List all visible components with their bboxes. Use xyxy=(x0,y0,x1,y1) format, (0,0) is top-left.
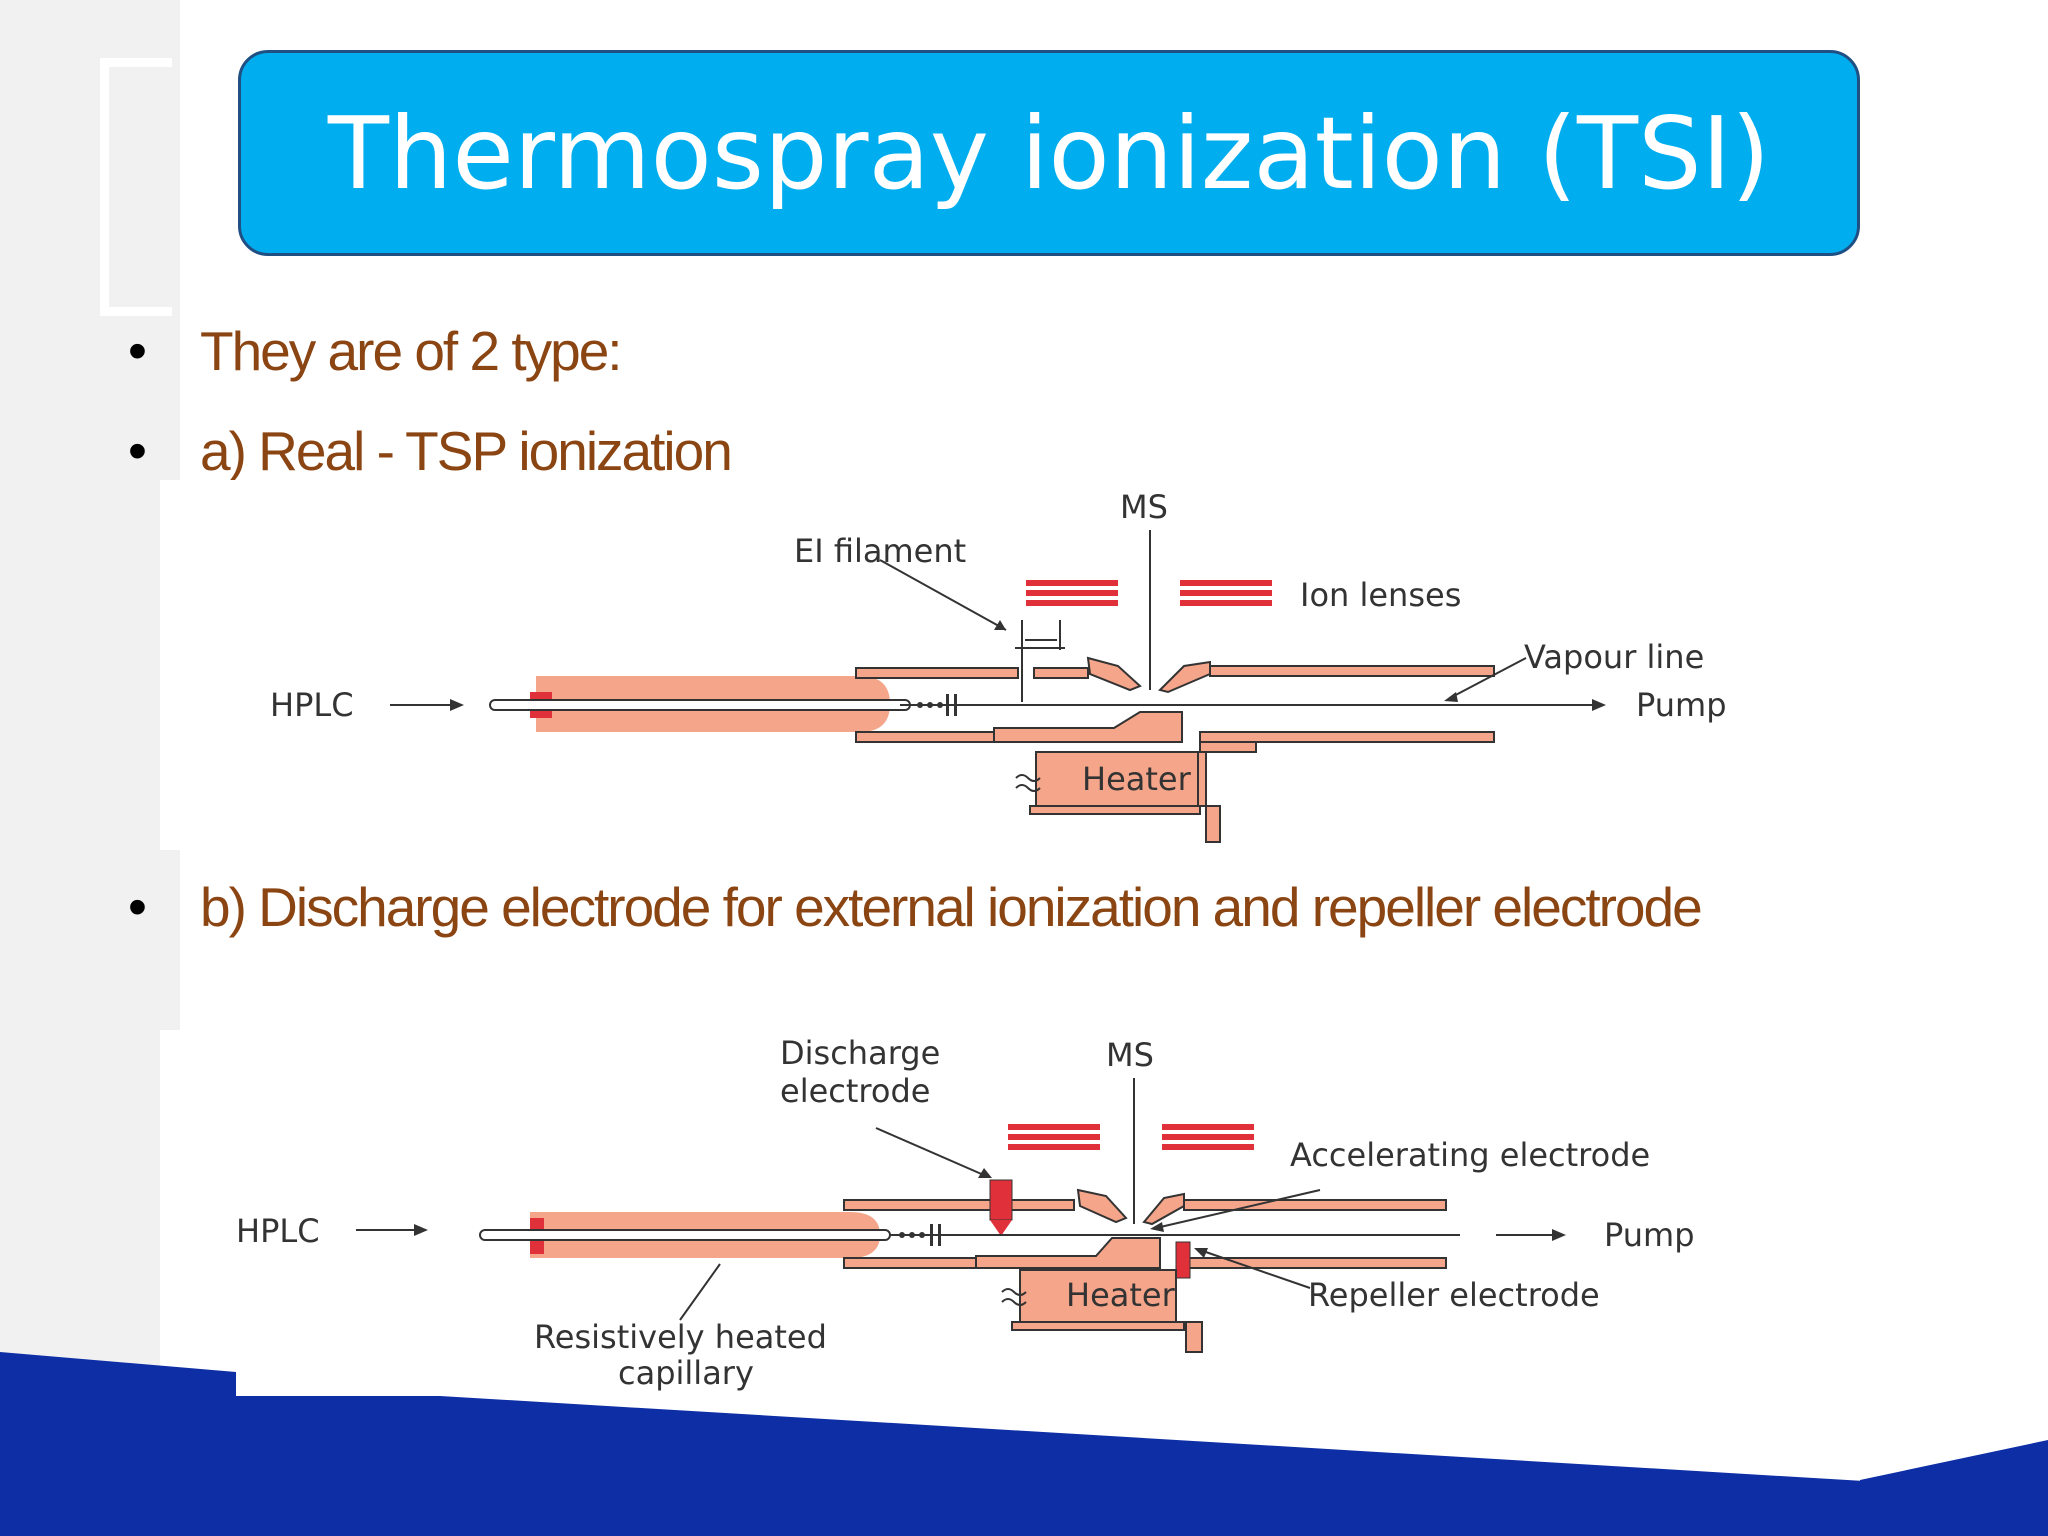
label-heater: Heater xyxy=(1066,1276,1176,1314)
label-ion-lenses: Ion lenses xyxy=(1300,576,1461,614)
heater-box xyxy=(1035,751,1199,807)
housing-lower-left xyxy=(843,1257,977,1269)
label-ms: MS xyxy=(1106,1036,1154,1074)
housing-lower-right xyxy=(1199,731,1495,743)
discharge-electrode-icon xyxy=(989,1179,1013,1221)
repeller-electrode-icon xyxy=(1175,1241,1191,1279)
arrowhead xyxy=(1150,1222,1164,1232)
bullet-item: • They are of 2 type: xyxy=(128,310,1820,392)
discharge-electrode-tip xyxy=(990,1220,1012,1236)
footer-corner xyxy=(1860,1440,2048,1536)
arrowhead xyxy=(994,620,1006,630)
accelerating-pointer xyxy=(1155,1189,1321,1229)
heat-wave-icon xyxy=(1015,774,1041,792)
label-resistively-heated: Resistively heated xyxy=(534,1318,827,1356)
slide-title: Thermospray ionization (TSI) xyxy=(327,94,1771,212)
left-decor-band xyxy=(0,0,180,1536)
housing-upper-right xyxy=(1183,1199,1447,1211)
heater-block-top xyxy=(975,1237,1161,1269)
housing-lower-left xyxy=(855,731,995,743)
label-accelerating-electrode: Accelerating electrode xyxy=(1290,1136,1650,1174)
ion-lenses-left xyxy=(1026,580,1118,606)
bullet-item: • a) Real - TSP ionization xyxy=(128,410,1820,492)
arrowhead xyxy=(1552,1229,1566,1241)
label-ms: MS xyxy=(1120,488,1168,526)
label-discharge: Discharge xyxy=(780,1034,940,1072)
diagram-real-tsp: MS EI filament Ion lenses HPLC Vapour li… xyxy=(160,480,1780,850)
bullet-text: They are of 2 type: xyxy=(200,320,623,382)
arrowhead xyxy=(1444,692,1458,702)
heater-box xyxy=(1019,1269,1177,1323)
label-discharge-electrode: electrode xyxy=(780,1072,930,1110)
arrowhead xyxy=(450,699,464,711)
cone-left xyxy=(1076,1188,1128,1224)
ion-lenses-left xyxy=(1008,1124,1100,1150)
heater-side xyxy=(1197,751,1207,807)
capillary-tube xyxy=(489,699,911,711)
label-vapour-line: Vapour line xyxy=(1524,638,1704,676)
capillary-tube xyxy=(479,1229,891,1241)
bullet-dot: • xyxy=(128,321,147,381)
ion-lenses-right xyxy=(1180,580,1272,606)
label-ei-filament: EI filament xyxy=(794,532,966,570)
arrowhead xyxy=(1592,699,1606,711)
housing-lower-step xyxy=(1199,741,1257,753)
heater-leg xyxy=(1205,805,1221,843)
arrowhead xyxy=(1194,1248,1208,1258)
bullet-text: a) Real - TSP ionization xyxy=(200,420,733,482)
cone-left xyxy=(1086,656,1142,692)
arrowhead xyxy=(414,1224,428,1236)
bullet-text: b) Discharge electrode for external ioni… xyxy=(200,876,1703,938)
housing-upper-left xyxy=(855,667,1019,679)
label-pump: Pump xyxy=(1636,686,1727,724)
heater-base xyxy=(1011,1321,1185,1331)
housing-upper-left xyxy=(843,1199,1075,1211)
housing-upper-right xyxy=(1209,665,1495,677)
label-hplc: HPLC xyxy=(236,1212,320,1250)
housing-lower-right xyxy=(1179,1257,1447,1269)
arrowhead xyxy=(978,1168,992,1178)
heater-base xyxy=(1029,805,1201,815)
bullet-dot: • xyxy=(128,421,147,481)
label-capillary: capillary xyxy=(618,1354,754,1392)
bullet-item: • b) Discharge electrode for external io… xyxy=(128,866,1820,948)
heater-leg xyxy=(1185,1321,1203,1353)
heater-block-top xyxy=(993,711,1183,743)
label-hplc: HPLC xyxy=(270,686,354,724)
bullet-dot: • xyxy=(128,877,147,937)
decor-bracket xyxy=(100,58,172,316)
label-pump: Pump xyxy=(1604,1216,1695,1254)
vapour-line-pointer xyxy=(1449,657,1527,699)
housing-upper-mid xyxy=(1033,667,1089,679)
ei-filament-icon xyxy=(1015,620,1065,702)
capillary-pointer xyxy=(679,1263,721,1321)
ion-lenses-right xyxy=(1162,1124,1254,1150)
label-heater: Heater xyxy=(1082,760,1192,798)
heat-wave-icon xyxy=(1001,1288,1027,1306)
repeller-pointer xyxy=(1199,1249,1311,1289)
diagram-discharge-electrode: Discharge electrode MS Accelerating elec… xyxy=(160,1030,1780,1400)
title-box: Thermospray ionization (TSI) xyxy=(238,50,1860,256)
label-repeller-electrode: Repeller electrode xyxy=(1308,1276,1600,1314)
discharge-pointer xyxy=(875,1127,987,1177)
ei-filament-pointer xyxy=(879,559,1007,631)
